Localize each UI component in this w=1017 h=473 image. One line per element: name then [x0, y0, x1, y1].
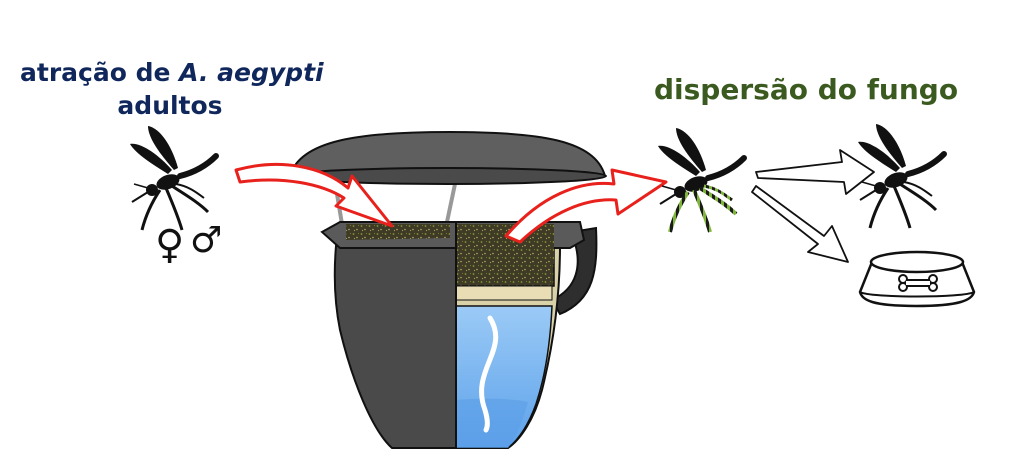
- pet-bowl-icon: [858, 250, 976, 308]
- mosquito-icon: [130, 126, 216, 232]
- arrow-to-pet-bowl: [751, 185, 849, 263]
- arrow-to-mosquito: [755, 149, 875, 195]
- female-symbol: ♀: [155, 222, 184, 268]
- bone-icon: [898, 274, 938, 292]
- attraction-arrow: [234, 162, 394, 228]
- attraction-label: atração de A. aegypti adultos: [20, 56, 324, 122]
- fungus-covered-mosquito-icon: [658, 128, 744, 233]
- attraction-line2: adultos: [117, 91, 223, 120]
- species-name: A. aegypti: [179, 58, 324, 87]
- mosquito-icon: [858, 124, 944, 230]
- dispersal-label: dispersão do fungo: [654, 73, 959, 106]
- dispersal-arrow: [504, 168, 668, 244]
- attraction-prefix: atração de: [20, 58, 180, 87]
- male-symbol: ♂: [190, 220, 222, 261]
